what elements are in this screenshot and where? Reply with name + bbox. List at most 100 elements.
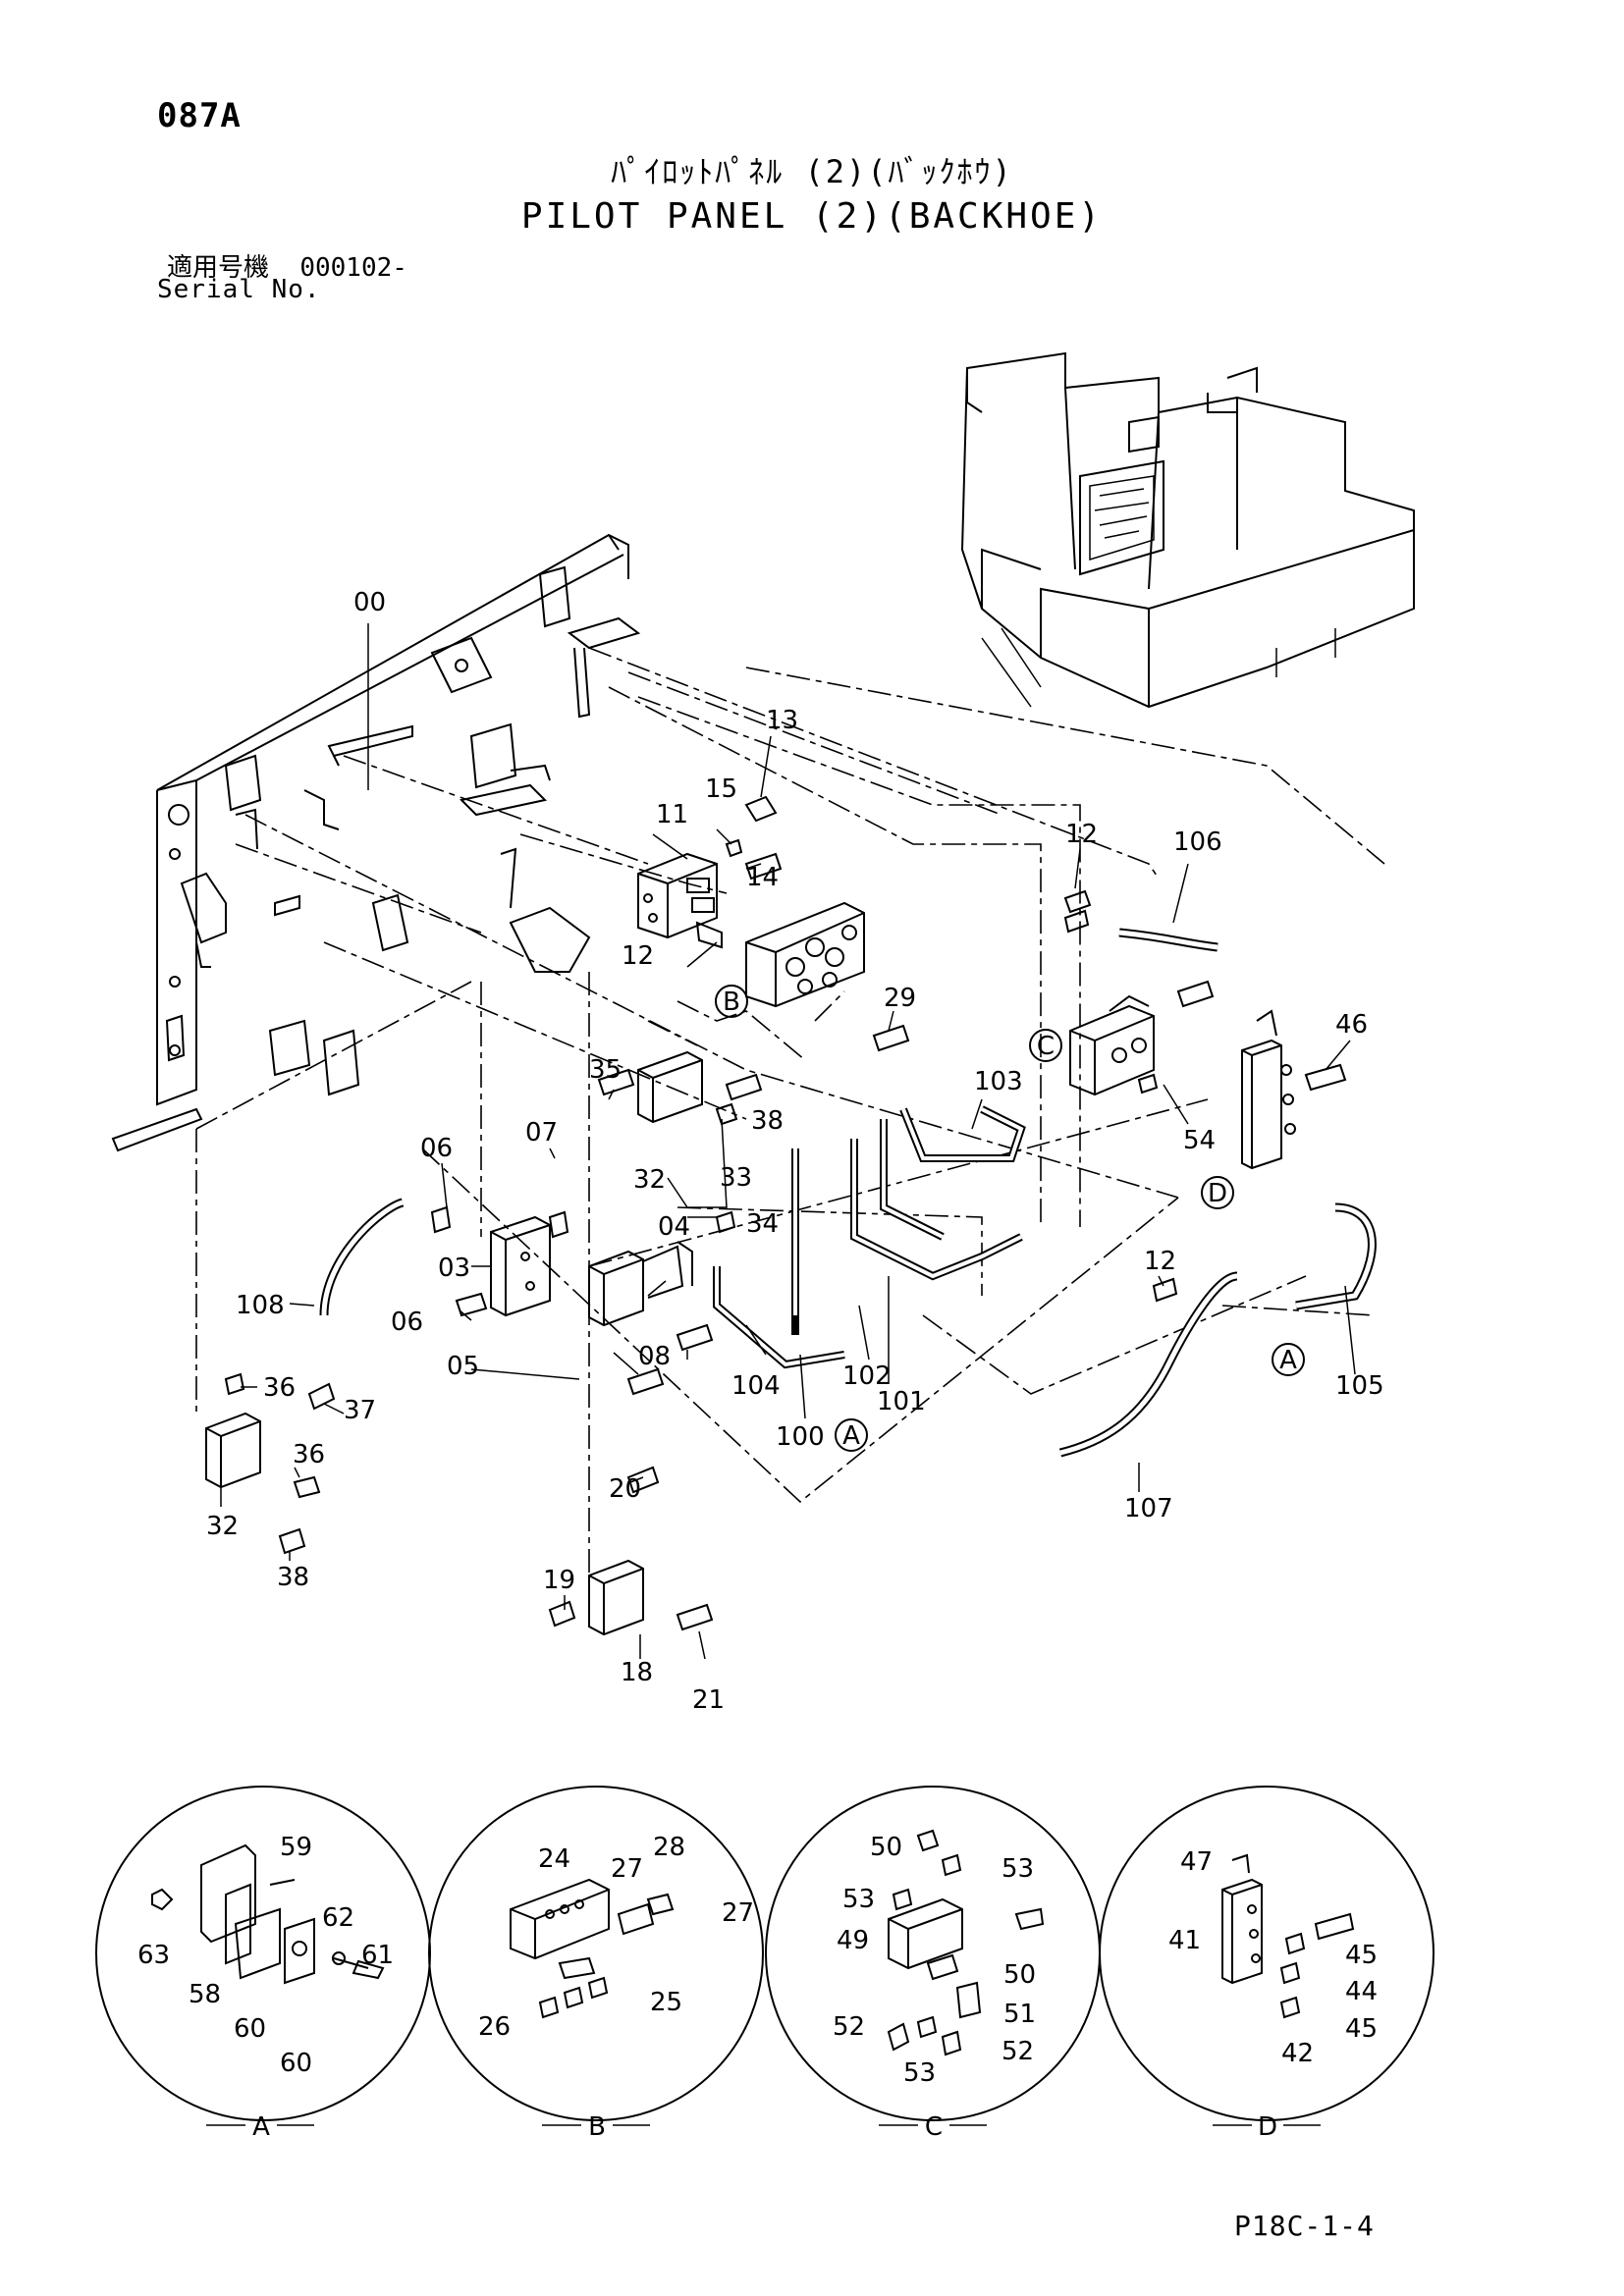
callout-label: 44 [1345,1977,1378,2006]
callout-label: 12 [1144,1247,1176,1276]
callout-label: 51 [1003,2000,1036,2029]
callout-label: 101 [877,1387,926,1416]
callout-label: 103 [974,1067,1023,1096]
callout-label: 45 [1345,1941,1378,1970]
detail-label-c: C [925,2112,943,2142]
callout-label: 108 [236,1291,285,1320]
ref-marker-labels: B C D A A [723,988,1297,1451]
callout-label: 29 [884,984,916,1013]
callout-label: 61 [361,1941,394,1970]
callout-label: 54 [1183,1126,1216,1155]
callout-label: 07 [525,1118,558,1148]
callout-label: 25 [650,1988,682,2017]
main-callouts: 00 13 15 11 14 12 12 106 29 46 35 07 06 … [206,588,1384,1715]
callout-label: 53 [1001,1854,1034,1884]
ref-marker-c: C [1037,1032,1055,1061]
serial-label-japanese: 適用号機 [167,253,270,283]
callout-label: 11 [656,800,688,829]
callout-label: 14 [746,863,779,892]
callout-label: 21 [692,1685,725,1715]
callout-label: 32 [633,1165,666,1195]
callout-label: 59 [280,1833,312,1862]
detail-label-b: B [588,2112,606,2142]
callout-label: 20 [609,1474,641,1504]
detail-callouts: 59 63 58 60 62 61 60 24 27 28 27 26 25 5… [137,1833,1378,2088]
ref-marker-b: B [723,988,740,1017]
ref-marker-a: A [842,1421,860,1451]
callout-label: 12 [622,941,654,971]
callout-label: 58 [189,1980,221,2009]
callout-label: 36 [263,1373,296,1403]
callout-label: 63 [137,1941,170,1970]
callout-label: 12 [1065,820,1098,849]
callout-label: 27 [722,1898,754,1928]
callout-label: 38 [751,1106,784,1136]
callout-label: 53 [903,2058,936,2088]
callout-label: 03 [438,1254,470,1283]
footer-code: P18C-1-4 [1234,2210,1375,2242]
callout-label: 34 [746,1209,779,1239]
callout-label: 00 [353,588,386,617]
detail-d-parts [1221,1853,1355,2019]
callout-label: 15 [705,774,737,804]
fittings [224,795,1347,1631]
callout-label: 50 [1003,1960,1036,1990]
callout-label: 105 [1335,1371,1384,1401]
callout-label: 53 [842,1885,875,1914]
callout-label: 24 [538,1844,570,1874]
callout-label: 102 [842,1362,892,1391]
callout-label: 26 [478,2012,511,2042]
page-title-japanese: ﾊﾟｲﾛｯﾄﾊﾟﾈﾙ (2)(ﾊﾞｯｸﾎｳ) [611,153,1013,190]
callout-label: 47 [1180,1847,1213,1877]
callout-label: 04 [658,1212,690,1242]
detail-circles [95,1786,1435,2121]
callout-label: 104 [731,1371,781,1401]
callout-label: 05 [447,1352,479,1381]
hoses [319,928,1377,1458]
callout-label: 50 [870,1833,902,1862]
callout-label: 107 [1124,1494,1173,1523]
valve-block-d [1241,1009,1296,1170]
serial-line: 適用号機 000102- [167,247,407,284]
assembly-leader-lines [195,647,1385,1620]
detail-label-d: D [1258,2112,1277,2142]
detail-labels: A B C D [252,2112,1277,2142]
callout-label: 13 [766,706,798,735]
callout-label: 46 [1335,1010,1368,1040]
page-title: PILOT PANEL (2)(BACKHOE) [520,196,1104,237]
ref-markers [715,985,1305,1452]
valve-block-c [1069,994,1155,1096]
callout-label: 38 [277,1563,309,1592]
serial-label: Serial No. [157,275,321,304]
callout-label: 45 [1345,2014,1378,2044]
callout-label: 27 [611,1854,643,1884]
callout-label: 32 [206,1512,239,1541]
callout-leaders [220,623,1356,1660]
detail-c-parts [887,1829,1045,2056]
detail-b-parts [510,1878,675,2019]
callout-label: 41 [1168,1926,1201,1955]
page-code: 087A [157,96,242,135]
serial-value: 000102- [299,253,407,283]
callout-label: 42 [1281,2039,1314,2068]
callout-label: 28 [653,1833,685,1862]
callout-label: 100 [776,1422,825,1452]
callout-label: 60 [280,2049,312,2078]
callout-label: 62 [322,1903,354,1933]
valve-block-11 [637,852,723,949]
callout-label: 52 [833,2012,865,2042]
callout-label: 35 [589,1055,622,1085]
callout-label: 52 [1001,2037,1034,2066]
callout-label: 06 [391,1308,423,1337]
base-panel [111,533,641,1152]
callout-label: 106 [1173,828,1222,857]
callout-label: 37 [344,1396,376,1425]
ref-marker-a: A [1279,1346,1297,1375]
callout-label: 08 [638,1342,671,1371]
callout-label: 33 [720,1163,752,1193]
callout-label: 19 [543,1566,575,1595]
detail-label-a: A [252,2112,270,2142]
manifold-b [745,901,865,1008]
machine-location-inset [960,351,1415,709]
